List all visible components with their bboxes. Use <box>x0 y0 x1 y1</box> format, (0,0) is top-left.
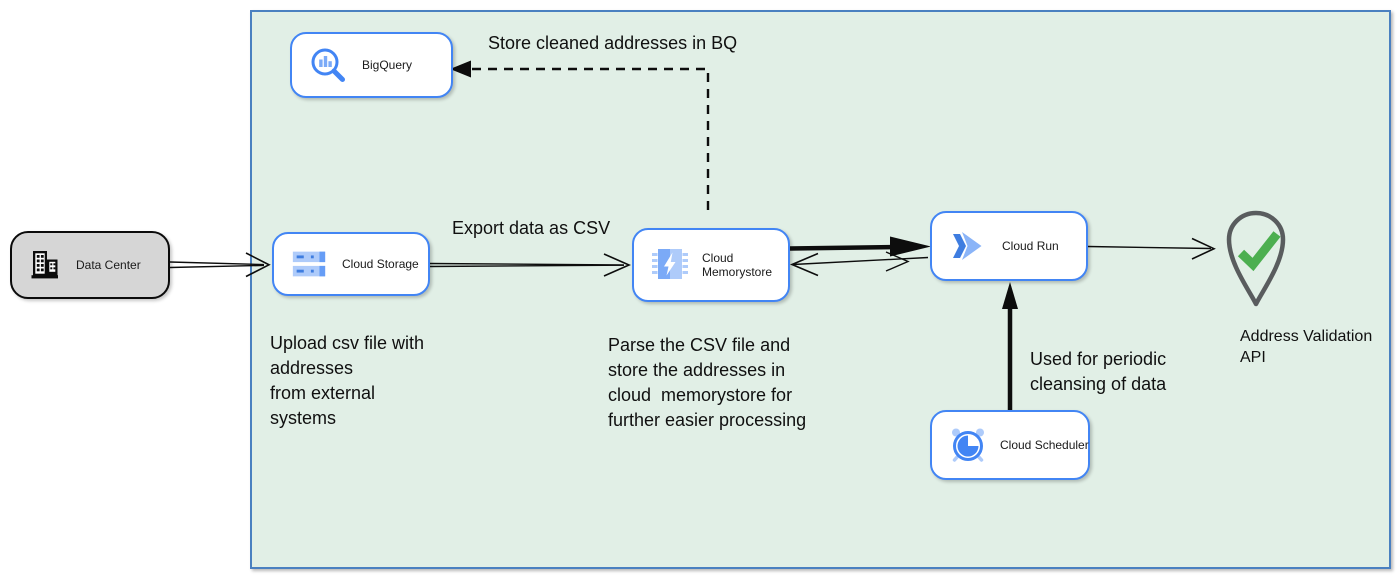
node-label: Cloud Memorystore <box>702 251 773 279</box>
label-address-validation-api: Address Validation API <box>1240 328 1373 366</box>
cloud-storage-icon <box>290 247 328 281</box>
label-export-data-csv: Export data as CSV <box>452 218 611 238</box>
data-center-icon <box>28 248 62 282</box>
node-data-center[interactable]: Data Center <box>10 231 170 299</box>
node-bigquery[interactable]: BigQuery <box>290 32 453 98</box>
node-label: BigQuery <box>362 58 413 72</box>
node-label: Cloud Scheduler <box>1000 438 1089 452</box>
node-label: Data Center <box>76 258 141 272</box>
node-label: Cloud Storage <box>342 257 419 271</box>
label-store-cleaned-addresses: Store cleaned addresses in BQ <box>488 33 738 53</box>
node-cloud-storage[interactable]: Cloud Storage <box>272 232 430 296</box>
gcp-boundary-container <box>250 10 1391 569</box>
label-parse-note: Parse the CSV file and store the address… <box>608 335 807 430</box>
map-pin-check-icon <box>1226 210 1286 307</box>
node-cloud-scheduler[interactable]: Cloud Scheduler <box>930 410 1090 480</box>
node-address-validation-api[interactable] <box>1220 208 1292 317</box>
cloud-scheduler-icon <box>948 425 988 465</box>
label-scheduler-note: Used for periodic cleansing of data <box>1030 349 1167 394</box>
memorystore-icon <box>650 245 690 285</box>
node-label: Cloud Run <box>1002 239 1059 253</box>
label-upload-note: Upload csv file with addresses from exte… <box>270 333 425 428</box>
node-cloud-memorystore[interactable]: Cloud Memorystore <box>632 228 790 302</box>
node-cloud-run[interactable]: Cloud Run <box>930 211 1088 281</box>
bigquery-icon <box>308 45 348 85</box>
cloud-run-icon <box>948 226 988 266</box>
